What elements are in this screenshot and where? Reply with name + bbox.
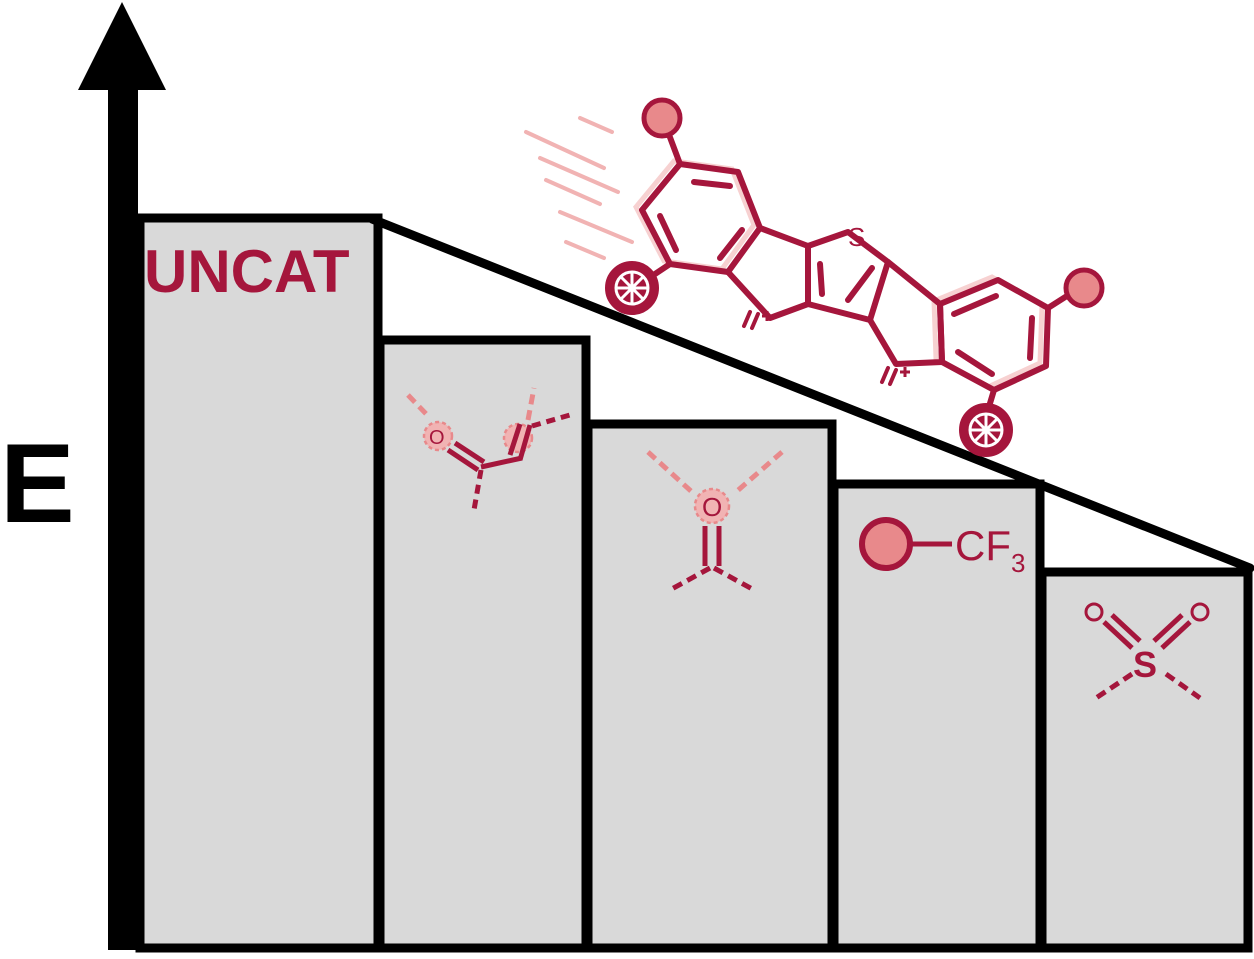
ghost-ring-right — [931, 274, 1045, 390]
bar-uncat — [135, 213, 383, 953]
right-wheel-spoke — [973, 417, 999, 443]
enone-co-bond-a — [446, 447, 480, 473]
sulfone-motif: S — [1084, 602, 1210, 701]
thiophene-inner-bond — [817, 261, 825, 297]
enone-oxygen: O — [429, 427, 445, 449]
motion-streak — [558, 210, 634, 244]
axis-shaft — [108, 80, 138, 950]
right-wheel — [959, 403, 1013, 457]
energy-axis: E — [0, 2, 166, 950]
sulfone-so-right-a — [1160, 620, 1192, 650]
cf3-attachment-circle — [859, 517, 913, 571]
motion-streak — [524, 130, 606, 170]
right-iodonium-mark — [880, 366, 890, 384]
top-left-substituent-circle — [641, 97, 683, 139]
carbonyl-dash-right — [734, 450, 784, 494]
left-ring-inner-bond — [691, 179, 733, 189]
trifluoromethyl-motif: CF3 — [859, 517, 1025, 578]
sulfone-sulfur: S — [1133, 644, 1157, 685]
left-wheel — [605, 261, 659, 315]
enone-motif: O — [406, 387, 571, 511]
enone-dash-top — [525, 387, 537, 421]
molecule-ghost-trail — [633, 158, 1045, 390]
thiophene-ring — [805, 229, 891, 323]
right-benzene-ring — [937, 277, 1051, 393]
left-wheel-spoke — [619, 275, 645, 301]
left-iodonium-mark — [750, 312, 760, 330]
motion-streak — [564, 240, 606, 260]
bar-sulfone — [1037, 567, 1253, 953]
uncat-label: UNCAT — [144, 238, 350, 305]
enone-double-a — [517, 424, 533, 461]
right-ring-inner-bond — [955, 349, 995, 377]
right-iodonium-mark — [888, 368, 898, 386]
bar-enone — [375, 335, 591, 953]
enone-dash-down — [471, 469, 484, 511]
sulfone-so-left-a — [1102, 620, 1134, 650]
sulfone-o-left — [1084, 602, 1104, 622]
cf3-label: CF3 — [955, 522, 1025, 578]
left-top-substituent-bond — [665, 129, 683, 167]
left-iodonium-mark — [742, 310, 752, 328]
energy-bars — [135, 213, 1253, 953]
left-ring-inner-bond — [657, 213, 679, 253]
carbonyl-dash-down-left — [668, 565, 712, 593]
carbonyl-o-highlight — [693, 487, 731, 525]
right-ring-inner-bond — [951, 293, 999, 317]
enone-cc-bond — [480, 455, 523, 470]
left-ring-inner-bond — [717, 227, 745, 261]
carbonyl-oxygen: O — [702, 492, 722, 522]
sulfone-o-right — [1190, 602, 1210, 622]
carbonyl-dash-left — [646, 450, 694, 494]
motion-streak — [578, 116, 614, 134]
sulfone-so-left-b — [1110, 613, 1142, 643]
sulfone-so-right-b — [1152, 613, 1184, 643]
ghost-ring-left — [633, 158, 757, 272]
motion-streaks — [524, 116, 634, 260]
carbonyl-motif: O — [646, 450, 784, 593]
right-substituent-circle — [1063, 267, 1105, 309]
enone-co-bond-b — [453, 440, 486, 465]
right-ring-inner-bond — [1027, 315, 1035, 361]
thiophene-sulfur-label: S — [848, 222, 865, 252]
energy-slope-line — [367, 214, 1254, 573]
axis-label: E — [0, 421, 75, 546]
enone-dash-right — [531, 412, 571, 429]
axis-arrowhead — [78, 2, 166, 90]
cf3-label-sub: 3 — [1011, 548, 1025, 578]
iodonium-charges — [762, 311, 910, 377]
enone-dash-left — [406, 393, 432, 420]
motion-streak — [538, 156, 620, 194]
thiophene-inner-bond — [845, 265, 875, 303]
motion-streak — [544, 178, 602, 206]
catalyst-molecule: S — [605, 97, 1105, 457]
enone-o-highlight-left — [422, 420, 454, 452]
sulfone-dash-right — [1164, 671, 1202, 701]
sulfone-dash-left — [1094, 671, 1134, 701]
cf3-label-main: CF — [955, 522, 1011, 569]
molecule-bonds — [639, 129, 1073, 413]
enone-double-b — [507, 423, 523, 456]
carbonyl-dash-down-right — [712, 565, 756, 593]
